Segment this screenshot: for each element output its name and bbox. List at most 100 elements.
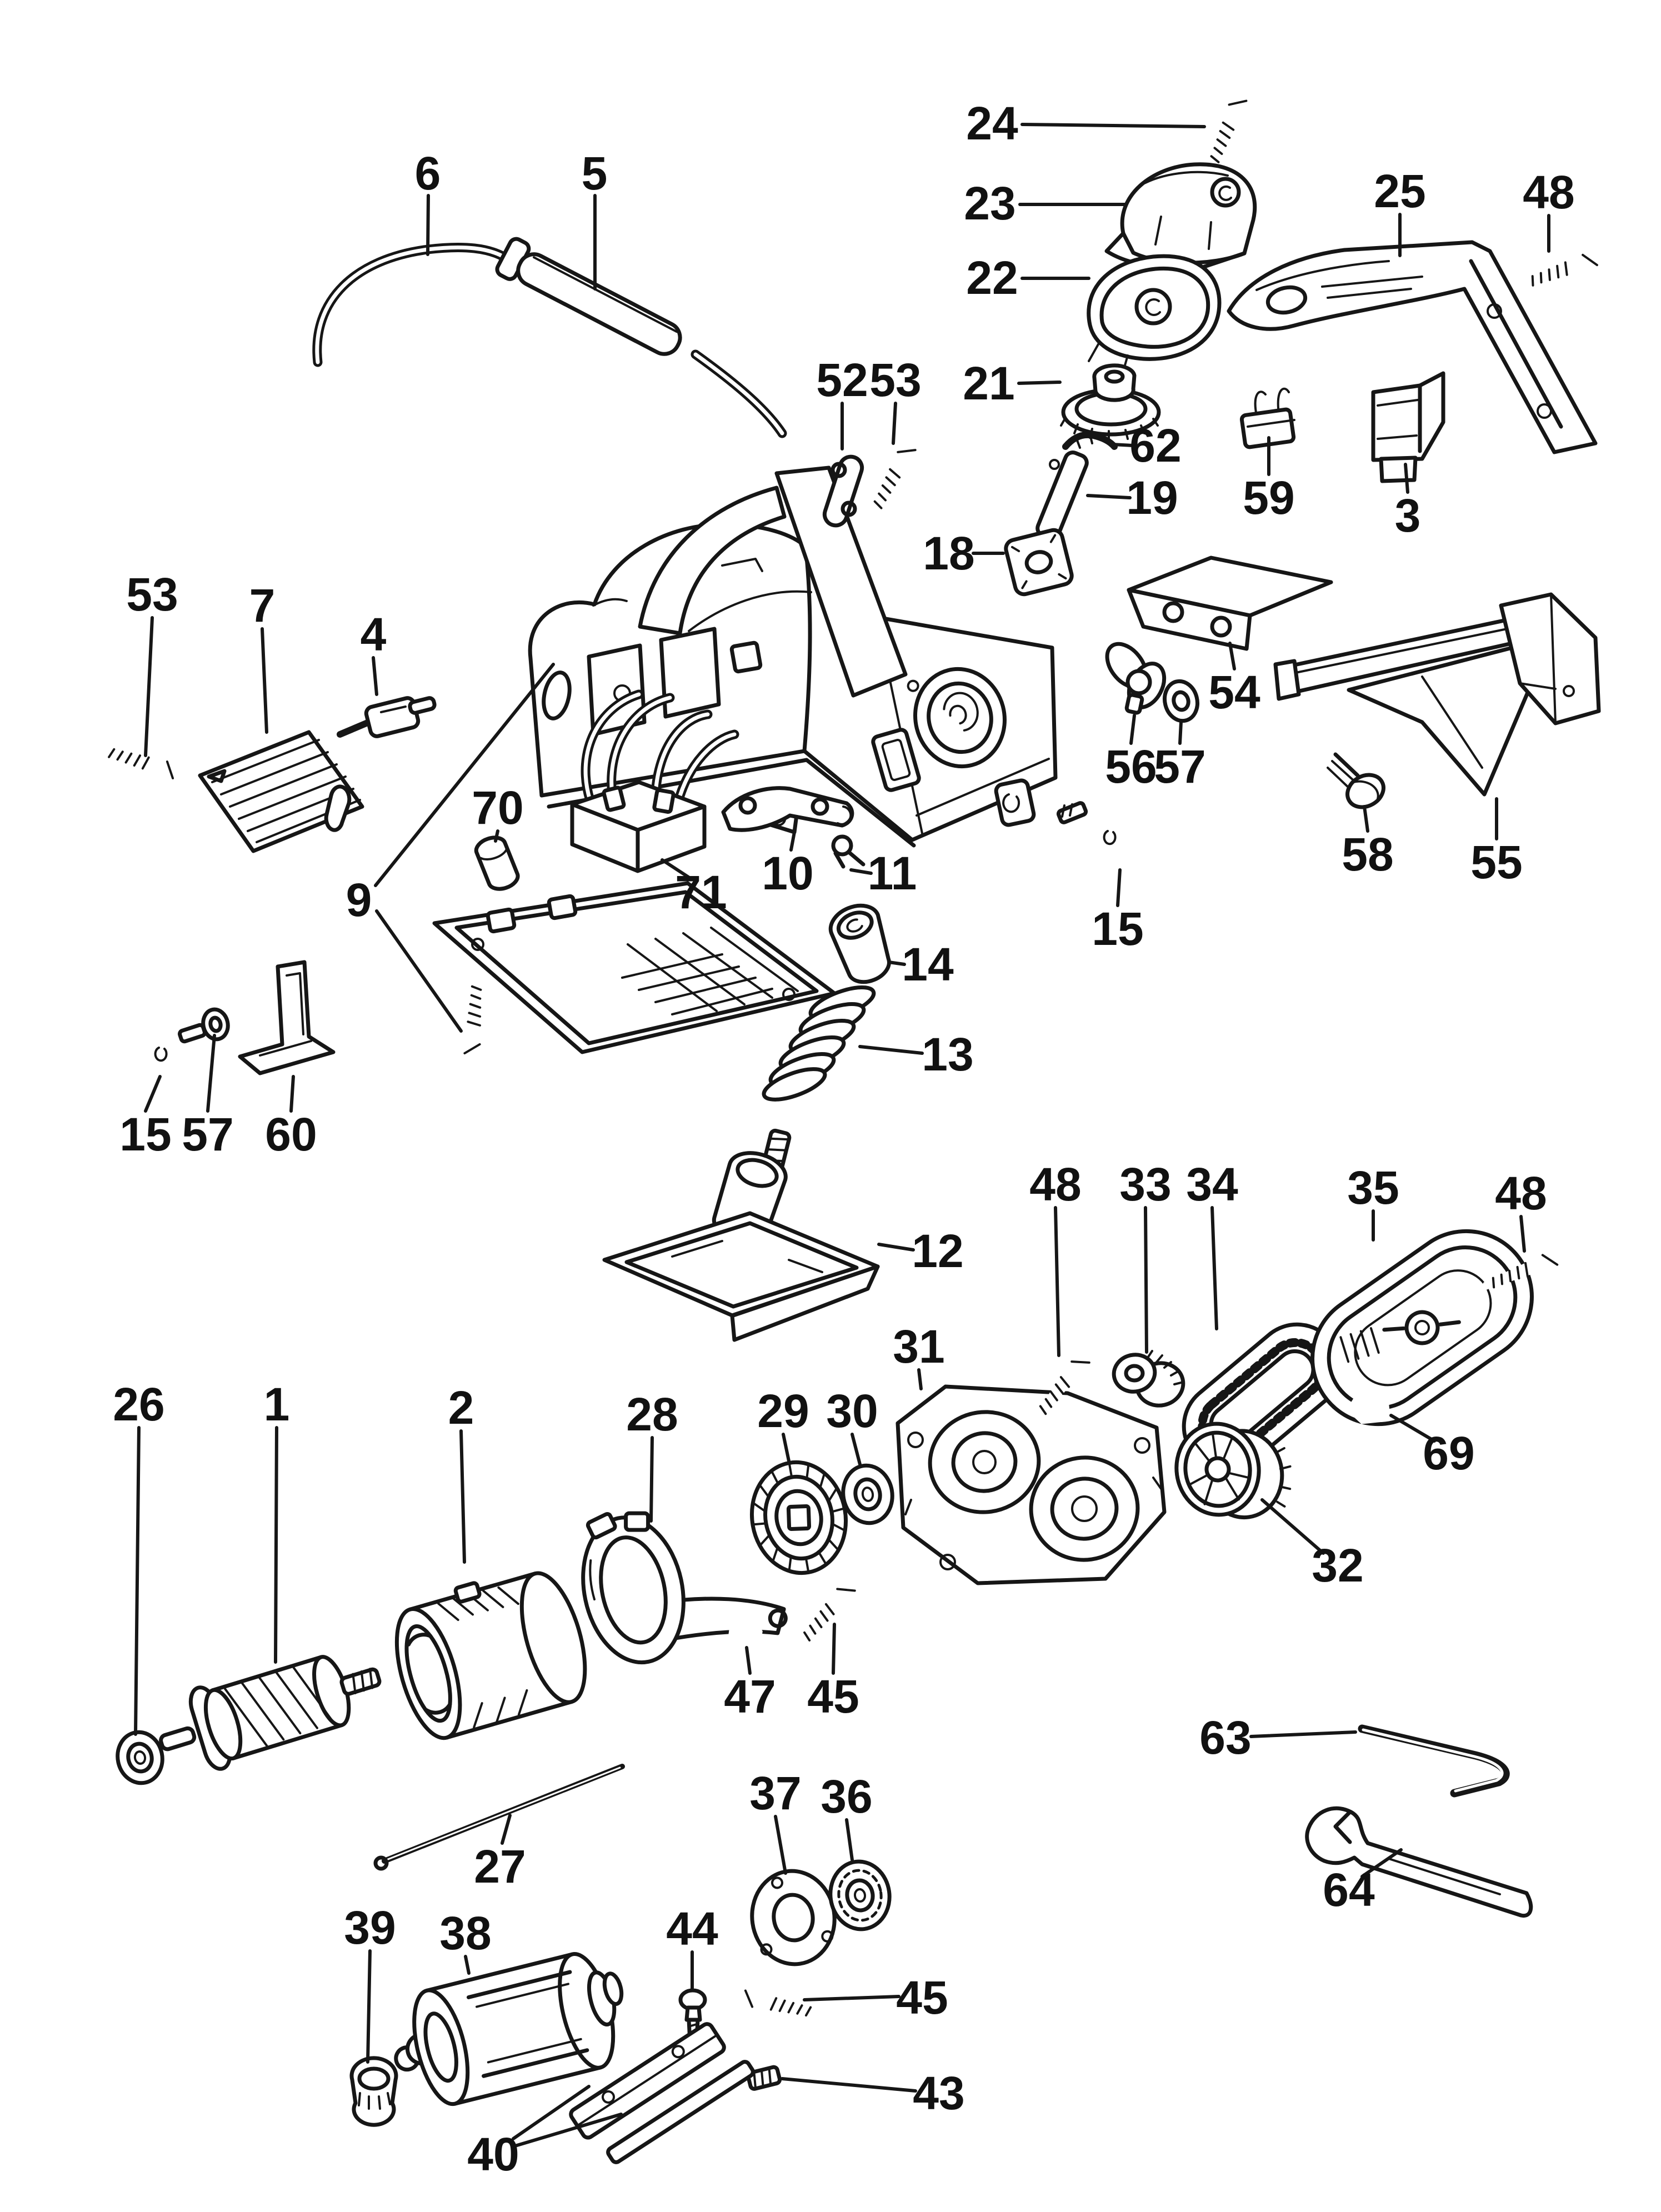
part-switch	[1371, 371, 1445, 483]
part-gearbox-housing	[895, 1384, 1167, 1585]
leader-line-28	[649, 1436, 654, 1523]
leader-line-21	[1017, 381, 1062, 385]
part-label-39: 39	[344, 1901, 396, 1954]
part-spacer	[1035, 451, 1089, 541]
part-label-33: 33	[1119, 1158, 1171, 1210]
leader-line-48	[1054, 1206, 1060, 1357]
part-label-25: 25	[1374, 165, 1425, 217]
leader-line-30	[850, 1433, 862, 1466]
part-label-23: 23	[964, 177, 1015, 229]
leader-line-29	[782, 1433, 791, 1463]
leader-line-47	[745, 1646, 752, 1675]
leader-line-1	[274, 1426, 278, 1664]
part-cone-pulley	[1060, 363, 1161, 441]
leader-line-11	[849, 868, 873, 875]
leader-line-33	[1144, 1206, 1148, 1354]
part-knob-cover-lower	[1087, 254, 1222, 372]
part-label-53: 53	[869, 354, 921, 406]
leader-line-40	[512, 2113, 623, 2148]
part-link-plate	[822, 454, 864, 528]
part-knob-cover-upper	[1104, 162, 1257, 271]
leader-line-4	[372, 656, 378, 696]
part-blade-set	[569, 2022, 755, 2164]
part-label-58: 58	[1342, 828, 1393, 880]
part-label-52: 52	[816, 354, 868, 406]
part-label-9: 9	[346, 874, 372, 926]
part-round-gasket	[750, 1869, 837, 1966]
part-drum-pulley	[1174, 1422, 1292, 1520]
leader-line-12	[877, 1243, 915, 1252]
part-spring-clip	[831, 834, 865, 869]
part-label-38: 38	[439, 1907, 491, 1959]
part-power-cord	[312, 243, 509, 367]
part-label-45: 45	[896, 1971, 948, 2024]
leader-line-34	[1210, 1206, 1218, 1330]
part-label-22: 22	[966, 252, 1018, 304]
leader-line-39	[366, 1949, 372, 2064]
part-label-48: 48	[1029, 1158, 1081, 1210]
part-fence	[1273, 592, 1601, 797]
leader-line-7	[261, 627, 268, 734]
leader-line-27	[501, 1814, 512, 1845]
part-label-59: 59	[1243, 472, 1294, 524]
leader-line-56	[1129, 714, 1136, 745]
part-label-44: 44	[666, 1903, 718, 1955]
part-base-plate	[432, 881, 837, 1054]
part-label-35: 35	[1347, 1162, 1399, 1214]
part-spring	[762, 985, 876, 1102]
part-label-57: 57	[182, 1108, 233, 1160]
part-label-12: 12	[912, 1225, 963, 1277]
part-label-32: 32	[1312, 1539, 1363, 1592]
leader-line-63	[1249, 1730, 1357, 1738]
leader-line-38	[464, 1955, 471, 1975]
part-label-5: 5	[582, 147, 608, 199]
part-label-60: 60	[265, 1108, 317, 1160]
part-guide-bracket	[238, 960, 336, 1075]
part-open-end-wrench	[1305, 1806, 1533, 1918]
part-label-40: 40	[467, 2128, 519, 2180]
part-label-37: 37	[749, 1767, 801, 1819]
part-label-4: 4	[361, 608, 387, 660]
part-label-6: 6	[415, 147, 441, 199]
part-label-70: 70	[472, 782, 523, 834]
part-label-54: 54	[1208, 666, 1260, 718]
part-terminal-box	[570, 689, 739, 873]
part-motor-housing	[528, 466, 1058, 848]
leader-line-53	[144, 616, 154, 757]
part-angle-bracket	[1127, 555, 1333, 651]
leader-line-40	[512, 2085, 591, 2140]
part-bearing-26	[116, 1730, 164, 1785]
part-label-45: 45	[807, 1670, 859, 1723]
part-grub-screw	[746, 2065, 782, 2091]
part-label-18: 18	[923, 527, 974, 579]
part-clip-62	[1062, 432, 1118, 450]
part-label-62: 62	[1129, 419, 1181, 472]
part-star-knob-left-stud	[178, 1023, 207, 1044]
leader-line-53	[892, 402, 897, 445]
part-label-3: 3	[1395, 489, 1421, 542]
part-label-56: 56	[1105, 740, 1157, 793]
part-clamp-plate	[721, 786, 854, 832]
part-label-31: 31	[893, 1320, 944, 1373]
part-washer-57-right	[1163, 679, 1199, 723]
part-label-2: 2	[448, 1382, 474, 1434]
part-stator	[394, 1571, 587, 1740]
part-label-27: 27	[474, 1840, 526, 1893]
part-screw-53-left	[94, 736, 187, 787]
part-label-34: 34	[1186, 1158, 1238, 1210]
part-label-21: 21	[963, 357, 1014, 409]
leader-line-58	[1363, 805, 1369, 833]
part-adjust-rod	[373, 1764, 625, 1871]
part-screw-53-top	[861, 434, 923, 522]
part-wing-bolt	[1105, 642, 1167, 715]
part-label-63: 63	[1199, 1711, 1251, 1764]
part-label-24: 24	[966, 97, 1018, 149]
part-label-53: 53	[126, 568, 178, 620]
leader-line-70	[494, 829, 499, 843]
part-cord-guard	[495, 237, 787, 438]
part-screw-48-top	[1514, 243, 1607, 298]
part-armature	[159, 1655, 382, 1771]
